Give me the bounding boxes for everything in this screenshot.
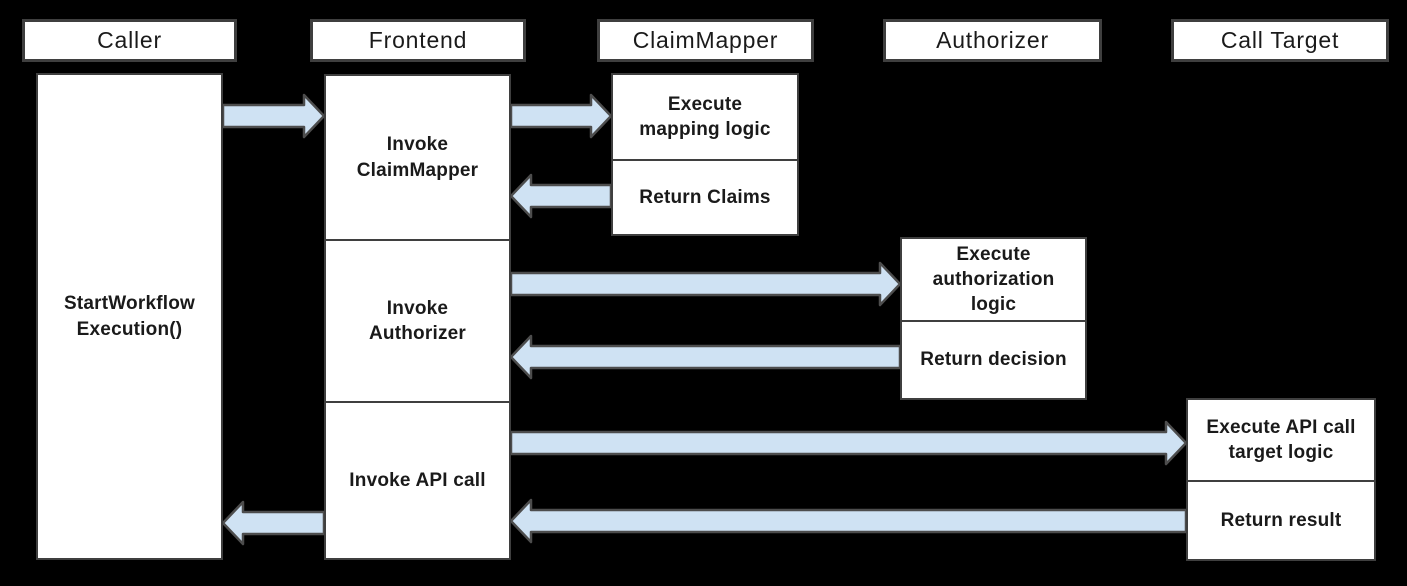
arrow-call-target-to-frontend xyxy=(509,498,1188,544)
lane-header-caller: Caller xyxy=(22,19,237,62)
activation-frontend: Invoke ClaimMapper Invoke Authorizer Inv… xyxy=(324,74,511,560)
arrow-frontend-to-claimmapper xyxy=(509,93,613,139)
activation-caller: StartWorkflow Execution() xyxy=(36,73,223,560)
step-execute-authorization-logic: Execute authorization logic xyxy=(932,243,1055,316)
arrow-frontend-to-authorizer xyxy=(509,261,902,307)
step-invoke-claimmapper: Invoke ClaimMapper xyxy=(356,134,479,181)
lane-header-claimmapper: ClaimMapper xyxy=(597,19,814,62)
step-execute-api-call-target-logic: Execute API call target logic xyxy=(1206,416,1356,463)
step-invoke-api-call: Invoke API call xyxy=(326,401,509,558)
activation-authorizer: Execute authorization logic Return decis… xyxy=(900,237,1087,400)
arrow-caller-to-frontend xyxy=(221,93,326,139)
activation-claimmapper: Execute mapping logic Return Claims xyxy=(611,73,799,236)
arrow-frontend-to-call-target xyxy=(509,420,1188,466)
step-invoke-authorizer: Invoke Authorizer xyxy=(326,239,509,401)
step-execute-mapping-logic: Execute mapping logic xyxy=(639,93,771,140)
lane-header-authorizer: Authorizer xyxy=(883,19,1102,62)
step-start-workflow-execution: StartWorkflow Execution() xyxy=(63,293,196,340)
arrow-authorizer-to-frontend xyxy=(509,334,902,380)
step-return-claims: Return Claims xyxy=(613,159,797,234)
lane-header-call-target: Call Target xyxy=(1171,19,1389,62)
arrow-claimmapper-to-frontend xyxy=(509,173,613,219)
arrow-frontend-to-caller xyxy=(221,500,326,546)
step-return-decision: Return decision xyxy=(902,320,1085,398)
lane-header-frontend: Frontend xyxy=(310,19,526,62)
activation-call-target: Execute API call target logic Return res… xyxy=(1186,398,1376,561)
step-return-result: Return result xyxy=(1188,480,1374,559)
